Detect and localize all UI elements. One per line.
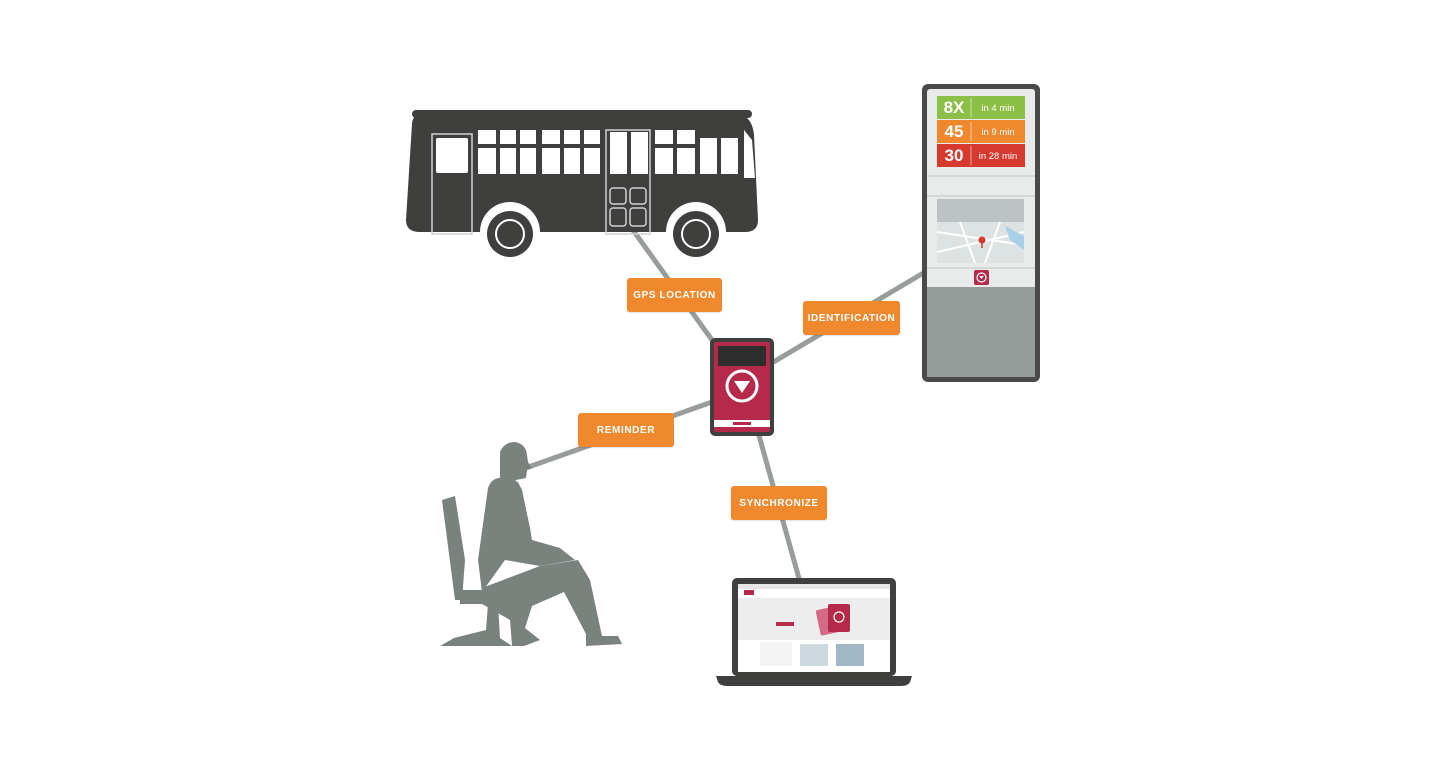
person-icon bbox=[440, 442, 622, 646]
route-number: 30 bbox=[945, 146, 964, 165]
arrival-row-background bbox=[937, 120, 1025, 143]
arrival-eta: in 4 min bbox=[981, 103, 1014, 114]
arrival-row-background bbox=[937, 96, 1025, 119]
laptop-icon bbox=[716, 578, 912, 686]
label-synchronize: SYNCHRONIZE bbox=[731, 486, 827, 520]
arrival-row-background bbox=[937, 144, 1025, 167]
arrival-board: 8X in 4 min 45 in 9 min 30 in 28 min bbox=[937, 96, 1025, 167]
route-number: 45 bbox=[945, 122, 964, 141]
arrival-eta: in 9 min bbox=[981, 127, 1014, 138]
brand-logo-icon bbox=[974, 270, 989, 285]
arrival-row: 45 in 9 min bbox=[937, 120, 1025, 143]
arrival-eta: in 28 min bbox=[979, 151, 1018, 162]
arrival-row: 30 in 28 min bbox=[937, 144, 1025, 167]
device-icon bbox=[710, 338, 774, 436]
bus-icon bbox=[406, 110, 758, 257]
kiosk-map bbox=[936, 199, 1025, 264]
arrival-row: 8X in 4 min bbox=[937, 96, 1025, 119]
label-gps-location: GPS LOCATION bbox=[627, 278, 722, 312]
label-reminder: REMINDER bbox=[578, 413, 674, 447]
route-number: 8X bbox=[944, 98, 965, 117]
label-identification: IDENTIFICATION bbox=[803, 301, 900, 335]
